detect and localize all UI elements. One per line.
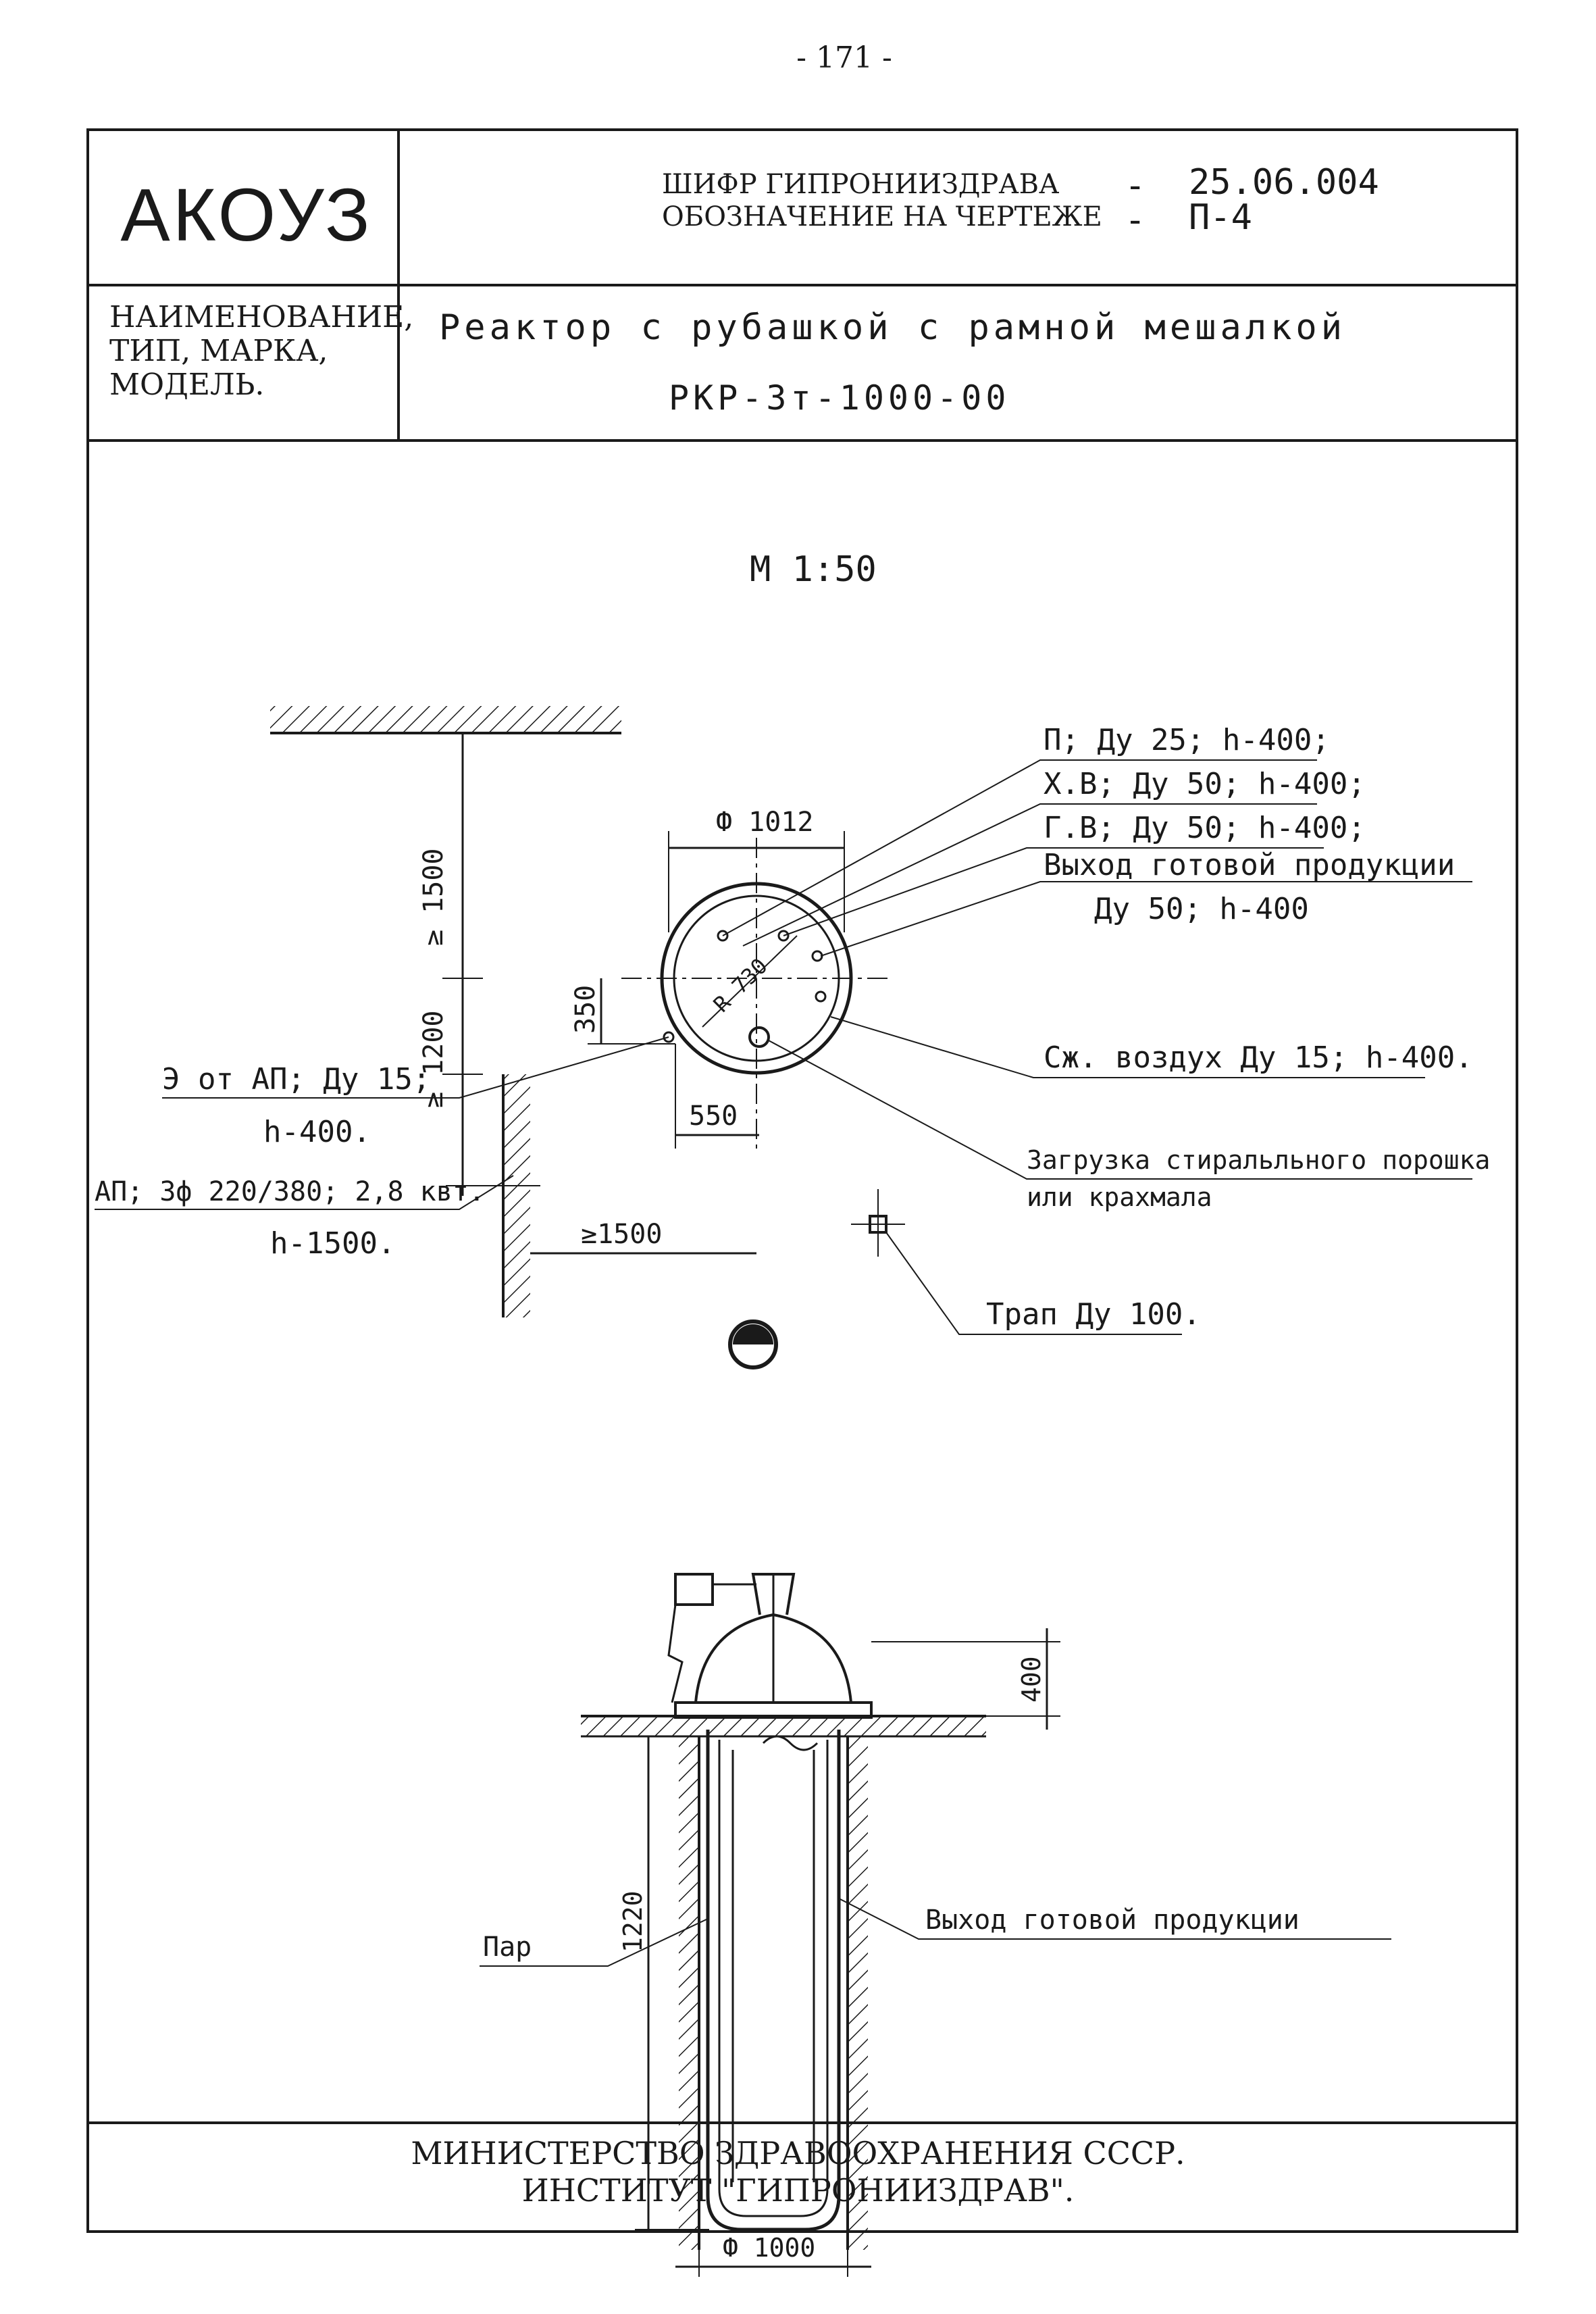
callout-power-panel-height: h-1500. (270, 1226, 395, 1261)
callout-electric-supply: Э от АП; Ду 15; (162, 1062, 430, 1097)
equipment-title: Реактор с рубашкой с рамной мешалкой (439, 307, 1347, 348)
designation-value: П-4 (1189, 197, 1252, 238)
section-dim-400: 400 (1016, 1656, 1046, 1703)
floor-slab (581, 1715, 986, 1738)
section-outlet-label: Выход готовой продукции (925, 1905, 1299, 1936)
section-diameter: Ф 1000 (723, 2233, 815, 2263)
callout-product-outlet-spec: Ду 50; h-400 (1094, 892, 1309, 926)
footer-rule (89, 2121, 1516, 2124)
dim-350: 350 (570, 985, 601, 1034)
dim-550: 550 (689, 1101, 738, 1132)
cipher-cell (400, 131, 1516, 286)
designation-label: ОБОЗНАЧЕНИЕ НА ЧЕРТЕЖЕ (662, 201, 1102, 232)
pit-walls (679, 1736, 868, 2250)
leader-lines-left (95, 1036, 669, 1210)
name-label-line: НАИМЕНОВАНИЕ, (109, 300, 414, 334)
page-number: - 171 - (796, 41, 892, 75)
callout-floor-drain: Трап Ду 100. (986, 1297, 1201, 1332)
organization-logo: АКОУЗ (120, 174, 373, 257)
designation-dash: - (1125, 200, 1146, 241)
cipher-dash: - (1125, 166, 1146, 206)
reactor-section (667, 1573, 873, 2232)
name-label-line: МОДЕЛЬ. (109, 368, 265, 402)
callout-powder-loading: Загрузка стиральльного порошка (1027, 1145, 1490, 1175)
floor-drain (851, 1189, 905, 1257)
callout-compressed-air: Сж. воздух Ду 15; h-400. (1044, 1040, 1473, 1075)
sheet-frame (86, 128, 1518, 2233)
callout-electric-height: h-400. (263, 1115, 371, 1149)
equipment-model: РКР-3т-1000-00 (669, 378, 1010, 418)
dim-1500-vertical: ≥ 1500 (418, 849, 449, 947)
section-steam-label: Пар (483, 1932, 532, 1963)
outlet-leader (838, 1898, 1391, 1940)
cipher-value: 25.06.004 (1189, 162, 1379, 203)
callout-steam: П; Ду 25; h-400; (1044, 723, 1330, 757)
callout-cold-water: Х.В; Ду 50; h-400; (1044, 767, 1366, 801)
name-label-line: ТИП, МАРКА, (109, 334, 328, 368)
callout-product-outlet: Выход готовой продукции (1044, 848, 1455, 882)
logo-cell (89, 131, 400, 286)
leader-lines-right (722, 759, 1472, 1335)
name-label: НАИМЕНОВАНИЕ, ТИП, МАРКА, МОДЕЛЬ. (109, 300, 414, 402)
inner-radius-label: R 730 (709, 953, 773, 1017)
callout-hot-water: Г.В; Ду 50; h-400; (1044, 811, 1366, 845)
callout-powder-loading-2: или крахмала (1027, 1182, 1212, 1212)
title-cell (400, 286, 1516, 442)
top-wall (270, 706, 621, 734)
plan-diameter: Ф 1012 (716, 807, 814, 838)
left-wall (502, 1074, 530, 1317)
footer-institute: ИНСТИТУТ "ГИПРОНИИЗДРАВ". (521, 2172, 1075, 2209)
dim-1500-horizontal: ≥1500 (581, 1219, 662, 1250)
cipher-label: ШИФР ГИПРОНИИЗДРАВА (662, 169, 1060, 200)
section-dim-1220: 1220 (618, 1890, 648, 1953)
orientation-marker (728, 1319, 778, 1369)
scale-label: М 1:50 (750, 549, 877, 590)
dim-1200: ≥ 1200 (418, 1011, 449, 1109)
steam-leader (480, 1918, 709, 1967)
callout-power-panel: АП; 3ф 220/380; 2,8 квт. (95, 1176, 485, 1207)
name-label-cell (89, 286, 400, 442)
footer-ministry: МИНИСТЕРСТВО ЗДРАВООХРАНЕНИЯ СССР. (411, 2135, 1185, 2171)
